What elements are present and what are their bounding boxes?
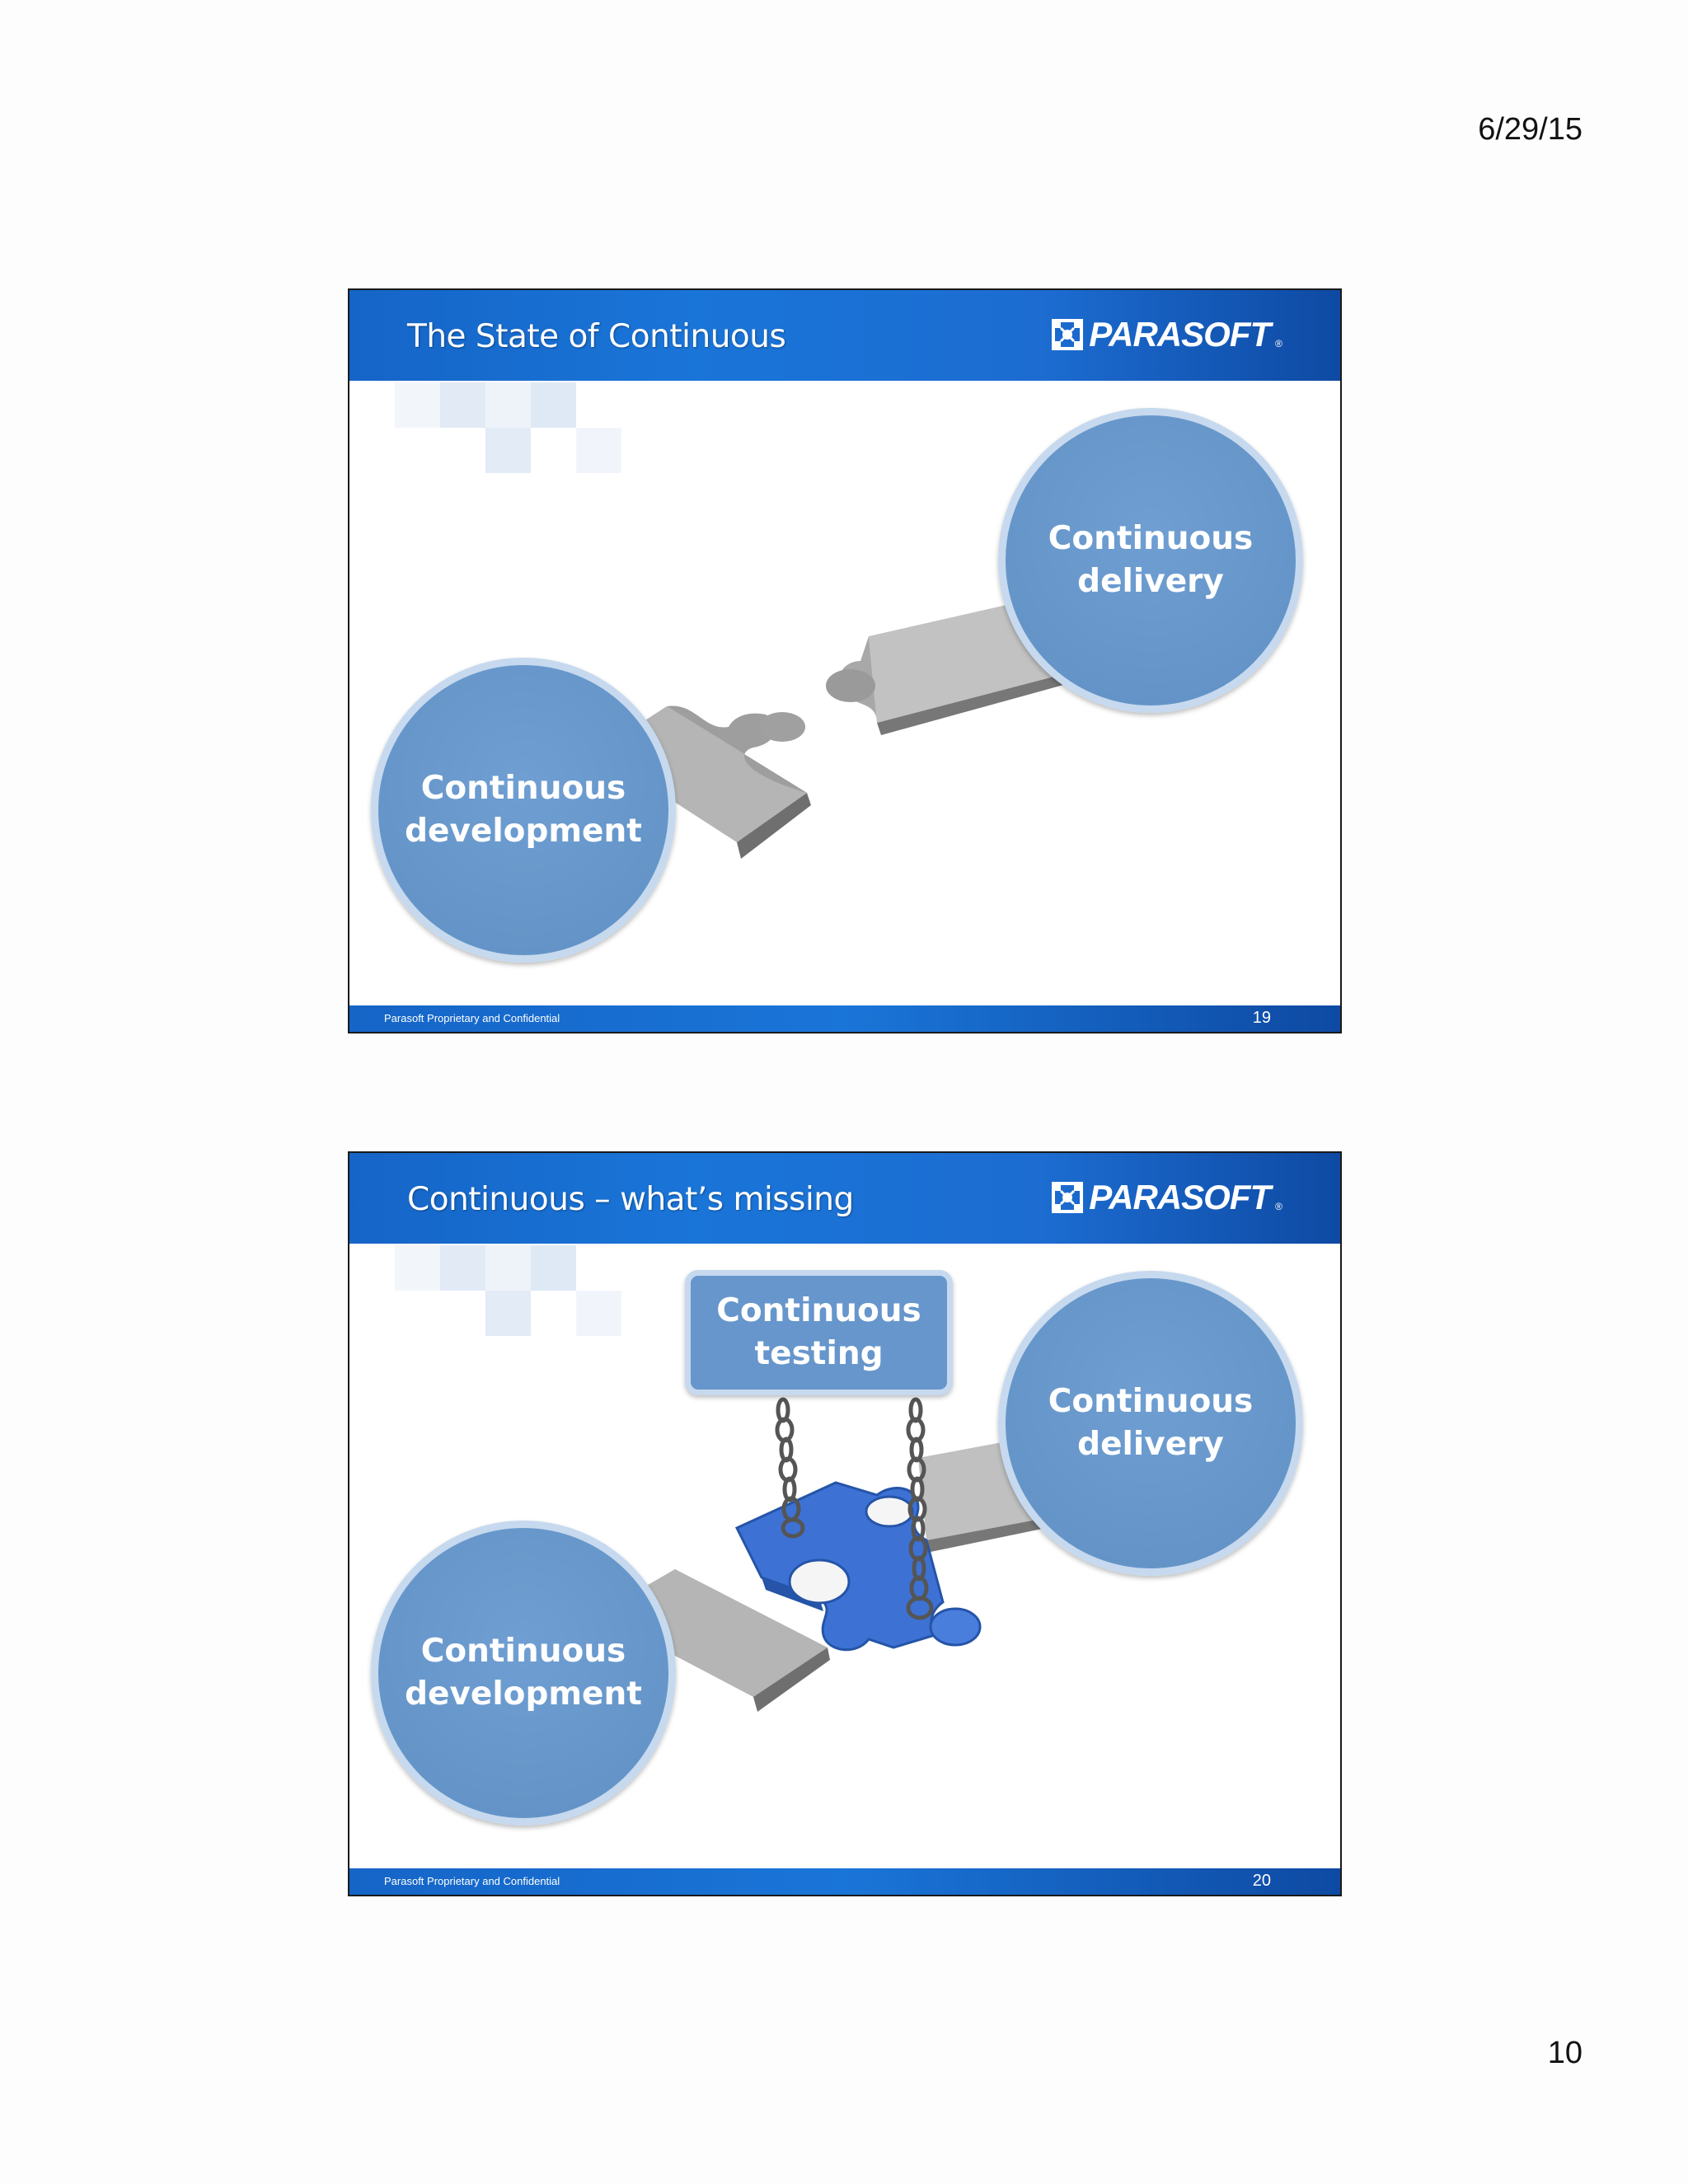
- deco-square: [395, 382, 440, 428]
- slide-footer: Parasoft Proprietary and Confidential 19: [349, 1005, 1340, 1032]
- slide-footer: Parasoft Proprietary and Confidential 20: [349, 1868, 1340, 1895]
- parasoft-logo-icon: [1052, 1182, 1084, 1213]
- continuous-development-circle: Continuous development: [371, 658, 676, 963]
- brand-name: PARASOFT: [1089, 315, 1271, 354]
- footer-text: Parasoft Proprietary and Confidential: [384, 1875, 560, 1887]
- slide-number: 19: [1252, 1009, 1271, 1027]
- deco-square: [485, 428, 531, 473]
- continuous-testing-box: Continuous testing: [685, 1270, 953, 1395]
- footer-text: Parasoft Proprietary and Confidential: [384, 1012, 560, 1024]
- deco-square: [395, 1245, 440, 1291]
- continuous-development-circle: Continuous development: [371, 1521, 676, 1825]
- deco-square: [440, 382, 485, 428]
- slide-title: The State of Continuous: [407, 318, 786, 355]
- slide-number: 20: [1252, 1872, 1271, 1890]
- deco-square: [531, 382, 576, 428]
- deco-square: [531, 1245, 576, 1291]
- continuous-delivery-circle: Continuous delivery: [998, 1271, 1303, 1576]
- deco-square: [576, 1291, 621, 1336]
- slide-header: The State of Continuous PARASOFT ®: [349, 290, 1340, 381]
- box-label: Continuous testing: [716, 1292, 921, 1372]
- chain-icon: [775, 1397, 934, 1620]
- slide-header: Continuous – what’s missing PARASOFT ®: [349, 1153, 1340, 1244]
- slide-title: Continuous – what’s missing: [407, 1181, 854, 1218]
- circle-label: Continuous development: [405, 770, 642, 850]
- slide-19: The State of Continuous PARASOFT ®: [348, 288, 1342, 1033]
- brand-name: PARASOFT: [1089, 1178, 1271, 1216]
- page-number: 10: [1547, 2036, 1582, 2070]
- deco-square: [576, 428, 621, 473]
- slide-20: Continuous – what’s missing PARASOFT ®: [348, 1151, 1342, 1896]
- deco-square: [485, 1291, 531, 1336]
- parasoft-logo: PARASOFT ®: [1051, 315, 1282, 354]
- circle-label: Continuous delivery: [1048, 1383, 1254, 1463]
- parasoft-logo: PARASOFT ®: [1051, 1178, 1282, 1217]
- circle-label: Continuous development: [405, 1633, 642, 1713]
- circle-label: Continuous delivery: [1048, 520, 1254, 600]
- deco-square: [440, 1245, 485, 1291]
- registered-mark: ®: [1275, 338, 1282, 349]
- page-date: 6/29/15: [1478, 112, 1582, 147]
- continuous-delivery-circle: Continuous delivery: [998, 408, 1303, 713]
- deco-square: [485, 1245, 531, 1291]
- deco-square: [485, 382, 531, 428]
- registered-mark: ®: [1275, 1201, 1282, 1212]
- parasoft-logo-icon: [1052, 319, 1084, 350]
